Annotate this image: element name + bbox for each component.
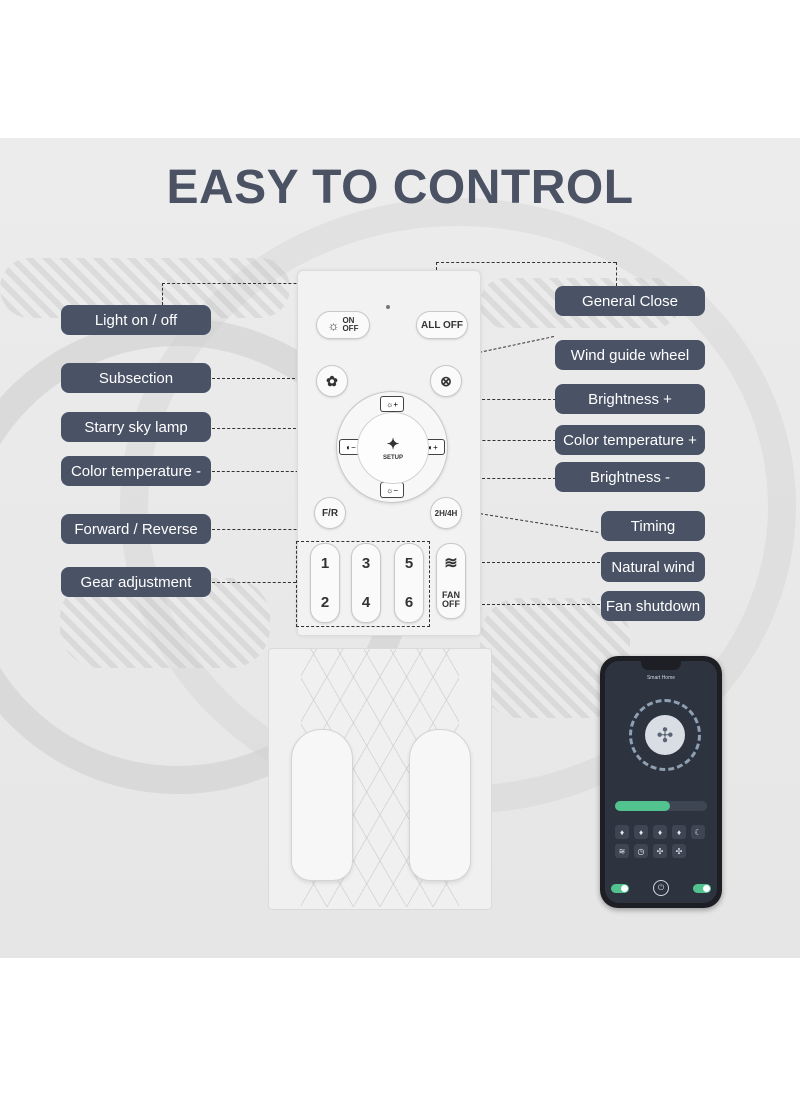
gear-button-1-2[interactable]: 1 2: [310, 543, 340, 623]
brightness-plus-button[interactable]: ☼+: [380, 396, 404, 412]
label-brightness-minus: Brightness -: [555, 462, 705, 492]
sun-icon: ☼: [327, 317, 340, 333]
label-brightness-plus: Brightness +: [555, 384, 705, 414]
indicator-led: [386, 305, 390, 309]
natural-wind-fan-off-button[interactable]: ≋ FAN OFF: [436, 543, 466, 619]
label-color-temperature-plus: Color temperature +: [555, 425, 705, 455]
subsection-icon: ✿: [326, 372, 338, 389]
gear-button-5-6[interactable]: 5 6: [394, 543, 424, 623]
holder-clip-right: [409, 729, 471, 881]
control-dial: ☼+ ☼− ◐− ◐+ ✦ SETUP: [336, 391, 448, 503]
wind-guide-wheel-button[interactable]: ⊗: [430, 365, 462, 397]
starry-sky-lamp-button[interactable]: ✦ SETUP: [357, 412, 429, 484]
leader-line: [162, 283, 342, 284]
gear-button-3-4[interactable]: 3 4: [351, 543, 381, 623]
label-fan-shutdown: Fan shutdown: [601, 591, 705, 621]
label-starry-sky-lamp: Starry sky lamp: [61, 412, 211, 442]
phone-notch: [641, 661, 681, 670]
light-mode-icon[interactable]: ♦: [653, 825, 667, 839]
fan-toggle[interactable]: [693, 883, 711, 893]
fan-speed-gauge[interactable]: ✣: [629, 699, 701, 771]
light-mode-icon[interactable]: ♦: [672, 825, 686, 839]
timer-icon[interactable]: ◷: [634, 844, 648, 858]
fan-icon: ✣: [645, 715, 685, 755]
label-wind-guide-wheel: Wind guide wheel: [555, 340, 705, 370]
leader-line: [616, 262, 617, 286]
label-color-temperature-minus: Color temperature -: [61, 456, 211, 486]
leader-line: [432, 440, 556, 441]
light-mode-icon[interactable]: ♦: [615, 825, 629, 839]
fan-wheel-icon: ⊗: [440, 372, 452, 389]
label-forward-reverse: Forward / Reverse: [61, 514, 211, 544]
gear-button-group: [296, 541, 430, 627]
scene-grid: ♦ ♦ ♦ ♦ ☾ ≋ ◷ ✣ ✣: [615, 825, 707, 858]
star-icon: ✦: [386, 436, 400, 453]
leader-line: [162, 283, 163, 305]
light-mode-icon[interactable]: ♦: [634, 825, 648, 839]
leader-line: [436, 262, 616, 263]
label-natural-wind: Natural wind: [601, 552, 705, 582]
light-on-off-button[interactable]: ☼ ON OFF: [316, 311, 370, 339]
setup-label: SETUP: [382, 455, 403, 461]
subsection-button[interactable]: ✿: [316, 365, 348, 397]
app-header: Smart Home: [646, 675, 676, 681]
light-toggle[interactable]: [611, 883, 629, 893]
label-timing: Timing: [601, 511, 705, 541]
brightness-slider-fill: [615, 801, 671, 811]
fan-mode-icon[interactable]: ✣: [653, 844, 667, 858]
forward-reverse-button[interactable]: F/R: [314, 497, 346, 529]
power-icon[interactable]: ⏻: [653, 880, 669, 896]
remote-wall-holder: [268, 648, 492, 910]
leader-line: [212, 471, 338, 472]
all-off-button[interactable]: ALL OFF: [416, 311, 468, 339]
fan-mode-icon[interactable]: ✣: [672, 844, 686, 858]
brightness-minus-button[interactable]: ☼−: [380, 482, 404, 498]
leader-line: [212, 529, 322, 530]
timing-button[interactable]: 2H/4H: [430, 497, 462, 529]
app-bottom-bar: ⏻: [611, 879, 711, 897]
label-gear-adjustment: Gear adjustment: [61, 567, 211, 597]
label-general-close: General Close: [555, 286, 705, 316]
label-light-on-off: Light on / off: [61, 305, 211, 335]
label-subsection: Subsection: [61, 363, 211, 393]
leader-line: [462, 562, 600, 563]
smartphone: Smart Home ✣ ♦ ♦ ♦ ♦ ☾ ≋ ◷ ✣ ✣ ⏻: [600, 656, 722, 908]
holder-clip-left: [291, 729, 353, 881]
wind-mode-icon[interactable]: ≋: [615, 844, 629, 858]
brightness-slider[interactable]: [615, 801, 707, 811]
leader-line: [212, 582, 296, 583]
wind-icon: ≋: [444, 555, 458, 572]
leader-line: [462, 604, 600, 605]
remote-control: ☼ ON OFF ALL OFF ✿ ⊗ ☼+ ☼− ◐− ◐+ ✦ SETUP…: [296, 270, 481, 636]
moon-icon[interactable]: ☾: [691, 825, 705, 839]
page-title: EASY TO CONTROL: [166, 161, 634, 214]
app-screen: Smart Home ✣ ♦ ♦ ♦ ♦ ☾ ≋ ◷ ✣ ✣ ⏻: [605, 661, 717, 903]
leader-line: [212, 378, 320, 379]
